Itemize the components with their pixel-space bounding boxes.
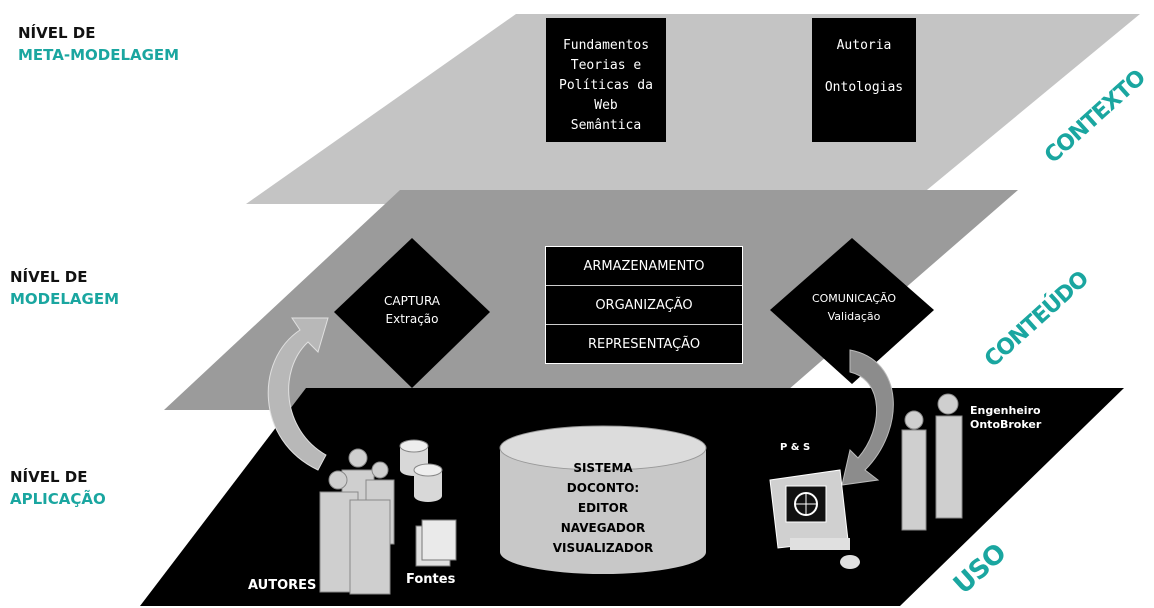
system-line-2: DOCONTO: [566, 481, 640, 495]
organizacao-row: ORGANIZAÇÃO [546, 285, 742, 324]
fontes-label: Fontes [406, 572, 456, 587]
captura-line-2: Extração [385, 312, 439, 326]
level-modelagem-line2: MODELAGEM [10, 290, 120, 308]
autores-label: AUTORES [248, 578, 317, 593]
fontes-databases-icon [399, 439, 457, 567]
autores-people-icon [319, 448, 395, 595]
autoria-box: Autoria Ontologias [812, 18, 916, 142]
system-line-4: NAVEGADOR [560, 521, 646, 535]
level-modelagem-label: NÍVEL DE MODELAGEM [10, 266, 119, 310]
system-line-3: EDITOR [577, 501, 629, 515]
captura-diamond [334, 238, 490, 388]
fundamentos-box: Fundamentos Teorias e Políticas da Web S… [546, 18, 666, 142]
fundamentos-line-1: Fundamentos [562, 38, 650, 53]
autoria-line-1: Autoria [836, 38, 892, 53]
ps-label: P & S [780, 442, 811, 453]
fundamentos-line-4: Web [594, 98, 618, 113]
storage-stack: ARMAZENAMENTO ORGANIZAÇÃO REPRESENTAÇÃO [545, 246, 743, 364]
autoria-line-2: Ontologias [824, 80, 904, 95]
captura-line-1: CAPTURA [384, 294, 440, 308]
monitor-icon [769, 469, 860, 569]
arrow-down-right [841, 349, 894, 486]
comunicacao-text: COMUNICAÇÃO Validação [792, 290, 916, 326]
engineer-line-2: OntoBroker [970, 418, 1042, 431]
level-aplicacao-line2: APLICAÇÃO [10, 490, 106, 508]
comunicacao-diamond [770, 238, 934, 384]
fundamentos-line-3: Políticas da [559, 78, 653, 93]
representacao-row: REPRESENTAÇÃO [546, 324, 742, 363]
comunicacao-line-1: COMUNICAÇÃO [811, 292, 897, 305]
engineer-people-icon [901, 393, 963, 531]
system-cylinder [499, 425, 707, 574]
captura-text: CAPTURA Extração [352, 292, 472, 328]
meta-plane [246, 14, 1140, 204]
level-meta-line1: NÍVEL DE [18, 24, 96, 42]
engineer-line-1: Engenheiro [970, 404, 1041, 417]
level-aplicacao-line1: NÍVEL DE [10, 468, 88, 486]
level-meta-line2: META-MODELAGEM [18, 46, 180, 64]
level-modelagem-line1: NÍVEL DE [10, 268, 88, 286]
level-meta-label: NÍVEL DE META-MODELAGEM [18, 22, 179, 66]
engineer-label: Engenheiro OntoBroker [970, 404, 1041, 432]
system-line-1: SISTEMA [573, 461, 633, 475]
fundamentos-line-5: Semântica [570, 118, 642, 133]
comunicacao-line-2: Validação [827, 310, 881, 323]
armazenamento-row: ARMAZENAMENTO [583, 258, 705, 274]
fundamentos-line-2: Teorias e [570, 58, 642, 73]
system-line-5: VISUALIZADOR [552, 541, 654, 555]
arrow-up-left [267, 317, 329, 471]
system-text: SISTEMA DOCONTO: EDITOR NAVEGADOR VISUAL… [513, 458, 693, 558]
level-aplicacao-label: NÍVEL DE APLICAÇÃO [10, 466, 106, 510]
